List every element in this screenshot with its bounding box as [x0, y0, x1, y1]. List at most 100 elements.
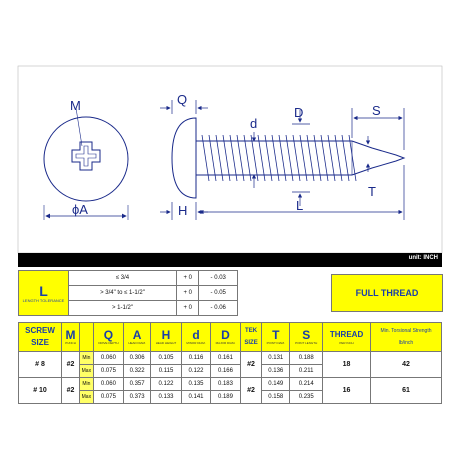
thread-line: [313, 134, 322, 182]
header-thread-label: THREAD: [329, 329, 364, 339]
header-thread-sub: PER INCH: [339, 340, 354, 345]
thread-line: [285, 134, 294, 182]
header-size: SIZE: [31, 338, 49, 347]
d-minor-max: 0.141: [180, 390, 212, 404]
d-minor-min: 0.135: [180, 377, 212, 391]
header-minmax-spacer: [79, 322, 94, 352]
a-max: 0.322: [123, 364, 152, 378]
thread-line: [201, 134, 210, 182]
tolerance-range: > 1-1/2": [68, 300, 177, 316]
label-t: T: [368, 184, 376, 199]
tolerance-header-caption: LENGTH TOLERANCE: [22, 297, 65, 303]
thread-line: [208, 134, 217, 182]
header-torsion-unit: lb/inch: [398, 340, 414, 346]
thread-line: [348, 134, 357, 182]
tolerance-plus: + 0: [175, 270, 200, 286]
tek-size-cell: #2: [239, 351, 263, 378]
tolerance-minus: - 0.05: [198, 285, 238, 301]
q-min: 0.060: [92, 377, 125, 391]
d-minor-min: 0.116: [180, 351, 212, 365]
header-t-sub: POINT DIAM.: [266, 340, 285, 345]
s-min: 0.214: [289, 377, 324, 391]
label-d-minor: d: [250, 116, 257, 131]
tolerance-header-letter: L: [39, 282, 48, 299]
thread-line: [236, 134, 245, 182]
thread-line: [271, 134, 280, 182]
header-h-sub: HEAD HEIGHT: [155, 340, 177, 345]
s-min: 0.188: [289, 351, 324, 365]
h-min: 0.122: [150, 377, 182, 391]
t-min: 0.131: [261, 351, 291, 365]
punch-cell: #2: [61, 351, 80, 378]
t-min: 0.149: [261, 377, 291, 391]
label-phi-a: ϕA: [72, 202, 88, 217]
d-minor-max: 0.122: [180, 364, 212, 378]
spec-row-max: Max 0.075 0.373 0.133 0.141 0.189 0.158 …: [19, 390, 442, 404]
screw-technical-drawing: M ϕA Q H d D L S T: [17, 65, 443, 254]
h-min: 0.105: [150, 351, 182, 365]
thread-line: [327, 134, 336, 182]
header-tek-size-label: SIZE: [244, 340, 258, 346]
tolerance-plus: + 0: [175, 300, 200, 316]
tolerance-row: L LENGTH TOLERANCE ≤ 3/4 + 0 - 0.03: [18, 270, 238, 316]
spec-row-min: # 10 #2 Min 0.060 0.357 0.122 0.135 0.18…: [17, 377, 443, 404]
thread-line: [243, 134, 252, 182]
header-a-letter: A: [132, 327, 142, 342]
h-max: 0.133: [150, 390, 182, 404]
header-torsion-label: Min. Torsional Strength: [380, 328, 432, 334]
tolerance-minus: - 0.06: [198, 300, 238, 316]
header-tek: TEK: [245, 328, 258, 334]
header-m-letter: M: [65, 327, 76, 342]
thread-line: [215, 134, 224, 182]
q-max: 0.075: [92, 390, 125, 404]
h-max: 0.115: [150, 364, 182, 378]
tolerance-header: L LENGTH TOLERANCE: [18, 270, 69, 316]
thread-line: [320, 134, 329, 182]
thread-line: [292, 134, 301, 182]
min-label: Min: [79, 377, 94, 391]
thread-line: [299, 134, 308, 182]
thread-line: [250, 134, 259, 182]
thread-line: [306, 134, 315, 182]
thread-line: [222, 134, 231, 182]
tek-size-cell: #2: [239, 377, 263, 404]
tolerance-row: > 1-1/2" + 0 - 0.06: [19, 300, 238, 316]
length-tolerance-table: L LENGTH TOLERANCE ≤ 3/4 + 0 - 0.03 > 3/…: [18, 270, 238, 316]
d-major-max: 0.189: [210, 390, 241, 404]
label-h: H: [178, 203, 187, 218]
header-screw: SCREW: [25, 326, 55, 335]
s-max: 0.235: [289, 390, 324, 404]
thread-lines: [201, 134, 357, 182]
header-torsion: Min. Torsional Strength lb/inch: [369, 322, 443, 352]
screw-size-cell: # 8: [17, 351, 63, 378]
header-q-sub: DRIVE DEPTH: [98, 340, 119, 345]
thread-line: [257, 134, 266, 182]
header-d-minor-sub: MINOR DIAM.: [186, 340, 206, 345]
label-m: M: [70, 98, 81, 113]
d-major-min: 0.161: [210, 351, 241, 365]
screw-size-cell: # 10: [17, 377, 63, 404]
header-q-letter: Q: [103, 327, 114, 342]
thread-line: [229, 134, 238, 182]
label-q: Q: [177, 92, 187, 107]
thread-line: [341, 134, 350, 182]
header-s-letter: S: [302, 327, 311, 342]
header-d-minor-letter: d: [192, 327, 200, 342]
head-top-view: [43, 107, 129, 220]
thread-line: [334, 134, 343, 182]
min-label: Min: [79, 351, 94, 365]
unit-label: unit: INCH: [408, 255, 438, 261]
screw-side-view: [171, 117, 406, 199]
a-min: 0.306: [123, 351, 152, 365]
header-d-major-letter: D: [221, 327, 230, 342]
a-min: 0.357: [123, 377, 152, 391]
label-s: S: [372, 103, 381, 118]
